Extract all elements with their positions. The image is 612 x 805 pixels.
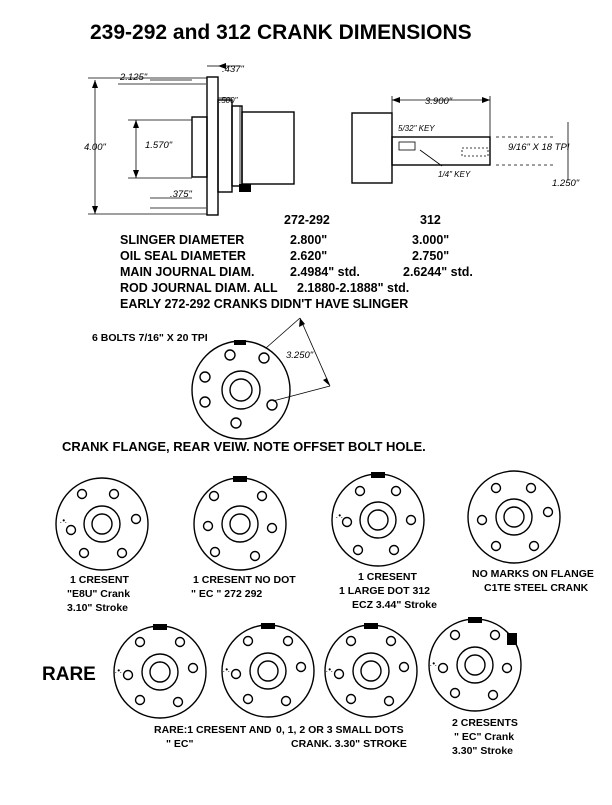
flange-rare-2: .•. [221,623,315,718]
flange-main: 6 BOLTS 7/16" X 20 TPI 3.250" CRANK FLAN… [62,317,426,454]
rare-caption: 3.30" Stroke [452,745,513,757]
rare-caption: 2 CRESENTS [452,717,518,729]
dim-thread: 9/16" X 18 TPI [508,142,570,153]
slinger-step [231,105,243,187]
bolt-hole [199,396,211,408]
svg-text:.•.: .•. [115,666,122,675]
rare-caption: " EC" Crank [454,731,514,743]
flange-rare-1: .•. [113,624,207,719]
flange-center-ring [221,370,261,410]
flange-bolts-label: 6 BOLTS 7/16" X 20 TPI [92,332,208,344]
dim-1-250: 1.250" [552,178,580,189]
rare-caption: " EC" [166,738,193,750]
flange-plate [206,76,219,216]
dim-375: .375" [170,189,192,200]
dim-key-1-4: 1/4" KEY [438,170,471,179]
dim-key-5-32: 5/32" KEY [398,124,435,133]
variant-caption: ECZ 3.44" Stroke [352,599,437,611]
rare-caption: 0, 1, 2 OR 3 SMALL DOTS [276,724,404,736]
spec-note: EARLY 272-292 CRANKS DIDN'T HAVE SLINGER [120,297,408,311]
dim-1-570: 1.570" [145,140,173,151]
spec-row-value-a: 2.800" [290,233,327,247]
snout-view-drawing: 3.900" 5/32" KEY 1/4" KEY 9/16" X 18 TPI… [351,96,580,189]
seal-step [217,99,233,193]
spec-col-272-292: 272-292 [284,213,330,227]
bolt-hole [258,352,270,364]
spec-col-312: 312 [420,213,441,227]
svg-text:.•.: .•. [326,665,333,674]
variant-caption: 1 LARGE DOT 312 [339,585,430,597]
svg-text:.•.: .•. [223,665,230,674]
spec-table: 272-292 312 SLINGER DIAMETER 2.800" 3.00… [120,213,473,311]
spec-row-value-a: 2.620" [290,249,327,263]
main-journal [241,111,295,185]
page-title: 239-292 and 312 CRANK DIMENSIONS [90,21,472,44]
svg-text:.•.: .•. [336,511,343,520]
dim-3-900: 3.900" [425,96,453,107]
flange-variant-e8u: .•. 1 CRESENT "E8U" Crank 3.10" Stroke [55,477,149,614]
svg-text:.•.: .•. [60,516,67,525]
variant-caption: 1 CRESENT [70,574,130,586]
flange-rare-3: .•. [324,623,418,718]
side-view-drawing: 4.00" 1.570" 2.125" .437" .500" .375" [84,63,295,216]
svg-text:.•.: .•. [430,659,437,668]
variant-caption: " EC " 272 292 [191,588,262,600]
flange-variant-ecz: .•. 1 CRESENT 1 LARGE DOT 312 ECZ 3.44" … [331,472,437,611]
variant-caption: 1 CRESENT [358,571,418,583]
flange-caption: CRANK FLANGE, REAR VEIW. NOTE OFFSET BOL… [62,439,426,454]
flange-center-bore [229,378,253,402]
bolt-hole-offset [224,349,236,361]
dim-4-00: 4.00" [84,142,106,153]
flange-notch [234,340,246,345]
flange-rare-4: .•. [428,617,522,712]
dim-500: .500" [219,96,239,105]
spec-row-value-b: 2.6244" std. [403,265,473,279]
variant-caption: 3.10" Stroke [67,602,128,614]
flange-main-disc [191,340,291,440]
bolt-hole [230,417,242,429]
spec-row-value-a: 2.4984" std. [290,265,360,279]
flange-hub [191,116,208,178]
snout-journal [351,112,393,184]
snout-shaft [391,136,491,166]
spec-row-value-b: 3.000" [412,233,449,247]
spec-row-label: SLINGER DIAMETER [120,233,244,247]
rare-caption: RARE:1 CRESENT AND [154,724,272,736]
dim-3-250: 3.250" [286,350,314,361]
dim-437: .437" [222,64,244,75]
flange-variant-c1te: NO MARKS ON FLANGE C1TE STEEL CRANK [467,470,594,594]
variant-caption: NO MARKS ON FLANGE [472,568,594,580]
variant-caption: "E8U" Crank [67,588,130,600]
spec-row-value-b: 2.750" [412,249,449,263]
dim-2-125: 2.125" [119,72,148,83]
spec-row-label: OIL SEAL DIAMETER [120,249,246,263]
bolt-hole [199,371,211,383]
rare-caption: CRANK. 3.30" STROKE [291,738,407,750]
spec-row-label: MAIN JOURNAL DIAM. [120,265,255,279]
spec-row-label: ROD JOURNAL DIAM. ALL [120,281,278,295]
spec-row-value-a: 2.1880-2.1888" std. [297,281,409,295]
bolt-hole [266,399,278,411]
variant-caption: 1 CRESENT NO DOT [193,574,296,586]
rare-label: RARE [42,664,96,685]
flange-variant-ec: 1 CRESENT NO DOT " EC " 272 292 [191,476,296,600]
variant-caption: C1TE STEEL CRANK [484,582,589,594]
